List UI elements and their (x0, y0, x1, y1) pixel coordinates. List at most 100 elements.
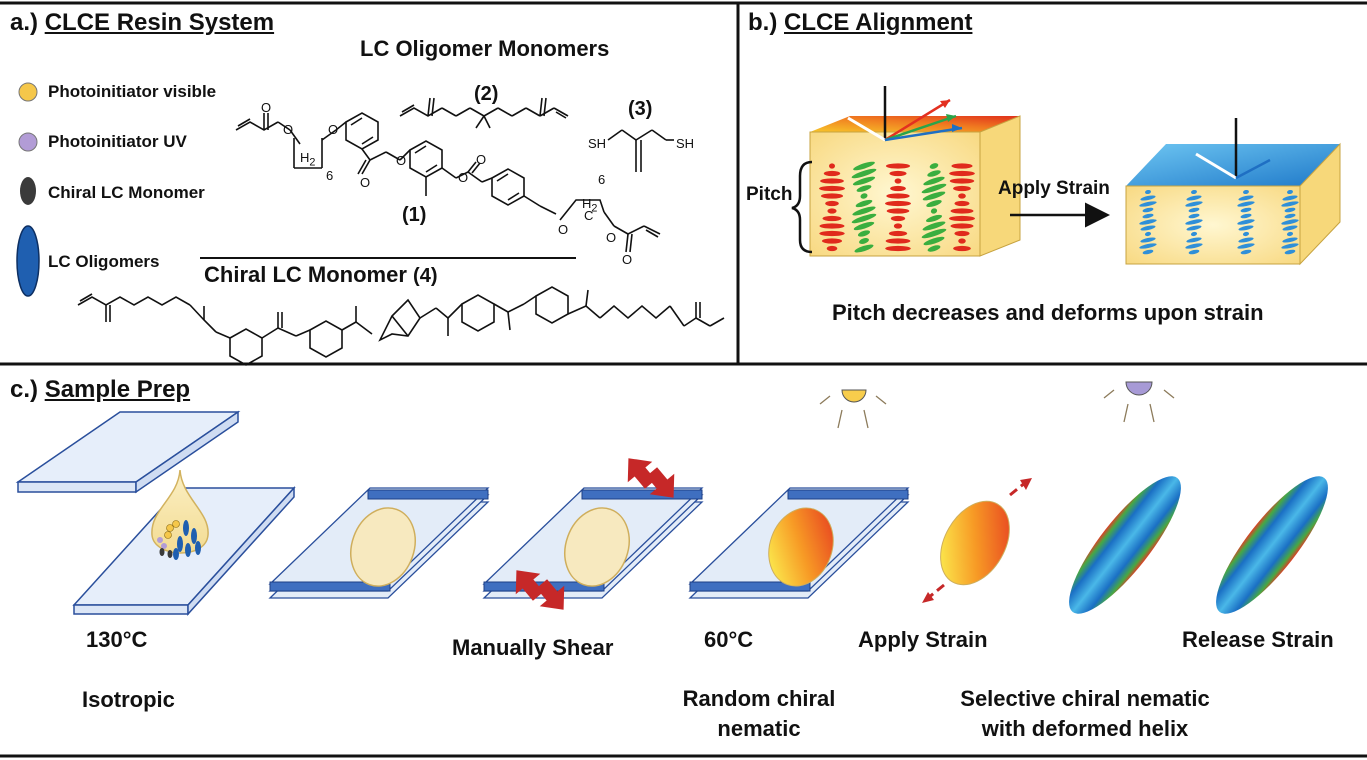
helix-segment (1139, 243, 1157, 249)
helix-segment (953, 185, 971, 192)
legend-chiral-lc-monomer: Chiral LC Monomer (48, 183, 205, 202)
helix-segment (1281, 219, 1299, 225)
helix-segment (819, 230, 845, 237)
helix-segment (926, 199, 942, 208)
helix-segment (1282, 237, 1298, 243)
helix-segment (819, 185, 845, 192)
helix-segment (930, 208, 938, 214)
helix-segment (1188, 213, 1200, 219)
helix-segment (890, 215, 906, 222)
random-chiral-label-2: nematic (717, 716, 801, 741)
helix-segment (1284, 249, 1296, 255)
helix-segment (825, 200, 839, 207)
helix-segment (853, 221, 875, 231)
helix-segment (1238, 195, 1254, 201)
helix-segment (852, 176, 876, 186)
manually-shear-label: Manually Shear (452, 635, 614, 660)
helix-segment (949, 215, 975, 222)
panel-b-title-text: CLCE Alignment (784, 9, 973, 36)
atom-h: H (300, 150, 310, 165)
helix-segment (1145, 189, 1151, 195)
helix-segment (885, 163, 911, 169)
helix-segment (889, 170, 907, 177)
helix-segment (1282, 225, 1298, 231)
strained-sample (922, 478, 1032, 603)
helix-segment (1185, 219, 1203, 225)
helix-segment (1237, 243, 1255, 249)
helix-segment (1242, 231, 1250, 237)
atom-o: O (476, 152, 487, 167)
helix-segment (1139, 201, 1157, 207)
helix-segment (1243, 189, 1249, 195)
helix-segment (1281, 243, 1299, 249)
helix-group-strained (1139, 189, 1299, 255)
temp-130-label: 130°C (86, 627, 148, 652)
helix-segment (893, 223, 903, 229)
helix-segment (922, 221, 946, 231)
helix-segment (921, 228, 947, 239)
helix-segment (855, 199, 873, 208)
lamp-visible-icon (819, 389, 887, 429)
uv-cured-sample (1069, 476, 1181, 614)
panel-a-prefix: a.) (10, 9, 39, 36)
atom-o: O (396, 153, 407, 168)
molecule-1-structure (235, 112, 661, 253)
helix-segment (922, 191, 946, 201)
helix-segment (886, 208, 910, 214)
helix-segment (1140, 225, 1156, 231)
helix-segment (859, 238, 869, 244)
helix-segment (950, 208, 974, 214)
subscript-2: 2 (591, 202, 598, 215)
helix-segment (1188, 249, 1200, 255)
helix-segment (1287, 189, 1293, 195)
clamp-bar (367, 489, 489, 500)
clamp-bar (269, 581, 391, 592)
compound-4-label: (4) (413, 265, 438, 287)
helix-segment (1188, 207, 1200, 213)
pitch-caption: Pitch decreases and deforms upon strain (832, 300, 1264, 325)
compound-1-label: (1) (402, 204, 427, 226)
helix-segment (821, 238, 843, 244)
strained-cube (1125, 118, 1341, 266)
helix-segment (954, 230, 970, 237)
atom-c: C (584, 208, 594, 223)
legend-lc-oligomers: LC Oligomers (48, 252, 160, 271)
atom-o: O (558, 222, 569, 237)
released-sample (1216, 476, 1328, 614)
helix-segment (853, 161, 875, 171)
apply-strain-label-c: Apply Strain (858, 627, 988, 652)
helix-segment (1144, 231, 1152, 237)
helix-segment (958, 238, 966, 244)
selective-chiral-label-2: with deformed helix (981, 716, 1189, 741)
helix-segment (1284, 207, 1296, 213)
sample-ellipse-3 (768, 507, 834, 587)
helix-segment (1237, 219, 1255, 225)
helix-segment (950, 223, 974, 229)
helix-segment (953, 245, 971, 252)
helix-segment (1140, 237, 1156, 243)
pitch-label: Pitch (746, 184, 793, 205)
panel-c-title: c.) Sample Prep (10, 376, 190, 404)
helix-segment (1186, 237, 1202, 243)
helix-segment (820, 193, 844, 199)
helix-segment (1142, 207, 1154, 213)
atom-o: O (261, 100, 272, 115)
helix-segment (1238, 225, 1254, 231)
helix-segment (820, 178, 844, 184)
helix-segment (1190, 231, 1198, 237)
helix-segment (1238, 237, 1254, 243)
helix-segment (949, 170, 975, 177)
atom-h2: H2 (300, 150, 315, 169)
helix-segment (856, 185, 872, 192)
helix-segment (1282, 195, 1298, 201)
helix-segment (1237, 201, 1255, 207)
photoinitiator-visible-dot (18, 82, 38, 102)
helix-segment (951, 163, 973, 169)
helix-segment (923, 236, 945, 246)
legend-photoinitiator-uv: Photoinitiator UV (48, 132, 187, 151)
helix-segment (1185, 201, 1203, 207)
atom-o: O (283, 122, 294, 137)
sample-ellipse-1 (350, 507, 416, 587)
helix-segment (857, 230, 871, 237)
